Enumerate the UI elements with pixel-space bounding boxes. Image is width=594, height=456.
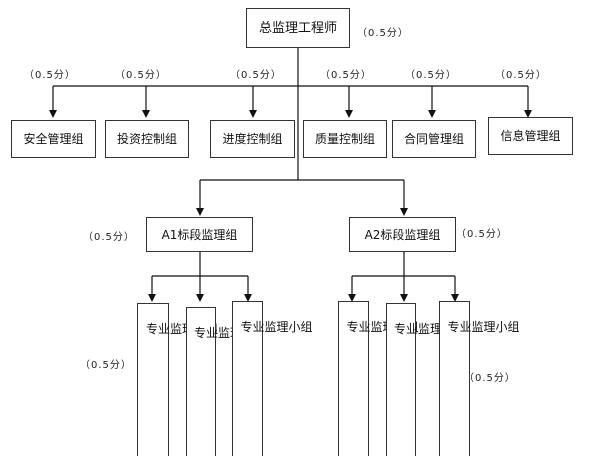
- team-a1-3: 专业监理小组: [232, 301, 313, 456]
- score-section-a1: （0.5分）: [83, 232, 135, 243]
- team-a2-3: 专业监理小组: [439, 301, 520, 456]
- team-a2-2: 专业监理小组: [386, 303, 467, 456]
- section-a2-box: A2标段监理组: [349, 217, 456, 252]
- score-department-contract: （0.5分）: [405, 70, 457, 81]
- team-label: 专业监理小: [194, 326, 255, 340]
- department-quality: 质量控制组: [303, 120, 387, 158]
- department-information: 信息管理组: [488, 117, 573, 155]
- department-label: 合同管理组: [403, 132, 464, 146]
- score-team-a2: （0.5分）: [464, 373, 516, 384]
- department-label: 投资控制组: [116, 132, 177, 146]
- score-team-a1: （0.5分）: [80, 360, 132, 371]
- department-label: 信息管理组: [500, 129, 561, 143]
- score-department-schedule: （0.5分）: [230, 70, 282, 81]
- department-label: 安全管理组: [23, 132, 84, 146]
- section-a1-label: A1标段监理组: [161, 227, 238, 242]
- department-label: 进度控制组: [222, 132, 283, 146]
- team-label: 专业监理小组: [240, 320, 313, 334]
- chief-engineer-label: 总监理工程师: [258, 20, 337, 36]
- team-a1-1: 专业监理小组: [137, 303, 219, 456]
- score-chief: （0.5分）: [357, 28, 409, 39]
- team-label: 专业监理小组: [447, 320, 520, 334]
- department-label: 质量控制组: [314, 132, 375, 146]
- section-a2-label: A2标段监理组: [364, 227, 441, 242]
- team-a2-1: 专业监理小组: [338, 301, 419, 456]
- department-investment: 投资控制组: [105, 120, 189, 158]
- score-department-investment: （0.5分）: [115, 70, 167, 81]
- team-label: 专业监理小组: [146, 322, 219, 336]
- department-contract: 合同管理组: [392, 120, 476, 158]
- section-a1-box: A1标段监理组: [146, 217, 253, 252]
- department-safety: 安全管理组: [11, 120, 96, 158]
- score-section-a2: （0.5分）: [456, 229, 508, 240]
- team-label: 专业监理小组: [346, 320, 419, 334]
- department-schedule: 进度控制组: [210, 120, 295, 158]
- team-a1-2: 专业监理小: [186, 307, 255, 456]
- score-department-information: （0.5分）: [495, 70, 547, 81]
- team-label: 专业监理小组: [394, 322, 467, 336]
- score-department-safety: （0.5分）: [24, 70, 76, 81]
- score-department-quality: （0.5分）: [320, 70, 372, 81]
- chief-engineer-box: 总监理工程师: [246, 8, 350, 48]
